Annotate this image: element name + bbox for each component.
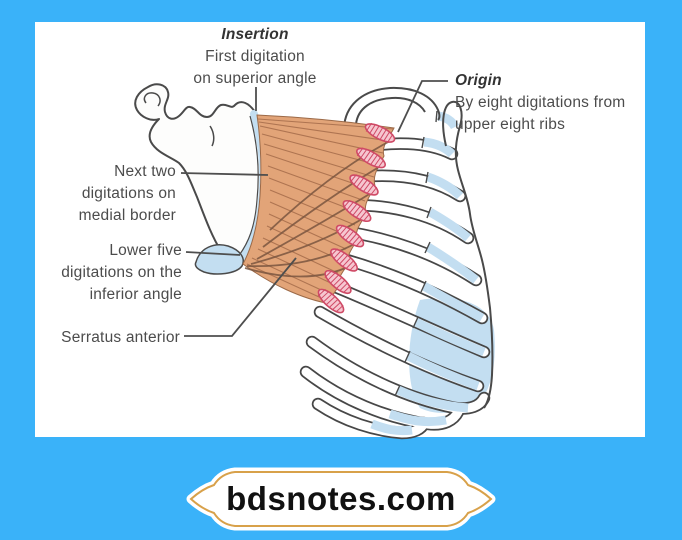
medial-border-line-1: Next two [114, 163, 176, 180]
banner-gold-border [189, 471, 493, 527]
label-inferior-angle: Lower five digitations on the inferior a… [27, 240, 182, 306]
sternum-edge [442, 100, 494, 409]
costochondral-junctions [394, 110, 438, 397]
muscle-slip-lines [244, 139, 393, 278]
first-rib [343, 86, 441, 131]
inferior-angle-line-1: Lower five [109, 242, 182, 259]
rib-cage [299, 86, 495, 440]
label-insertion: Insertion First digitation on superior a… [155, 24, 355, 90]
origin-line-1: By eight digitations from [455, 94, 626, 111]
label-medial-border: Next two digitations on medial border [26, 161, 176, 227]
medial-border-line-2: digitations on [81, 185, 176, 202]
inferior-angle-line-2: digitations on the [61, 264, 182, 281]
inferior-angle-pointer-line [185, 251, 241, 256]
banner-ribbon [186, 467, 496, 531]
label-serratus-anterior: Serratus anterior [30, 327, 180, 349]
serratus-anterior-muscle [242, 114, 395, 305]
scapula-detail-lines [143, 92, 215, 147]
origin-line-2: upper eight ribs [455, 116, 566, 133]
serratus-pointer-line [184, 257, 297, 337]
rib-digitations [317, 122, 396, 314]
inferior-angle-cartilage [194, 244, 244, 275]
insertion-line-2: on superior angle [193, 70, 317, 87]
insertion-title: Insertion [221, 26, 289, 43]
origin-title: Origin [455, 72, 502, 89]
origin-pointer-line [397, 80, 448, 133]
pointer-lines [180, 80, 448, 337]
medial-border-line-3: medial border [78, 207, 176, 224]
insertion-line-1: First digitation [205, 48, 305, 65]
label-origin: Origin By eight digitations from upper e… [455, 70, 650, 136]
banner-text: bdsnotes.com [226, 480, 456, 517]
inferior-angle-line-3: inferior angle [89, 286, 182, 303]
costal-cartilages [370, 111, 486, 436]
medial-border-pointer-line [180, 172, 269, 176]
muscle-name: Serratus anterior [61, 329, 180, 346]
